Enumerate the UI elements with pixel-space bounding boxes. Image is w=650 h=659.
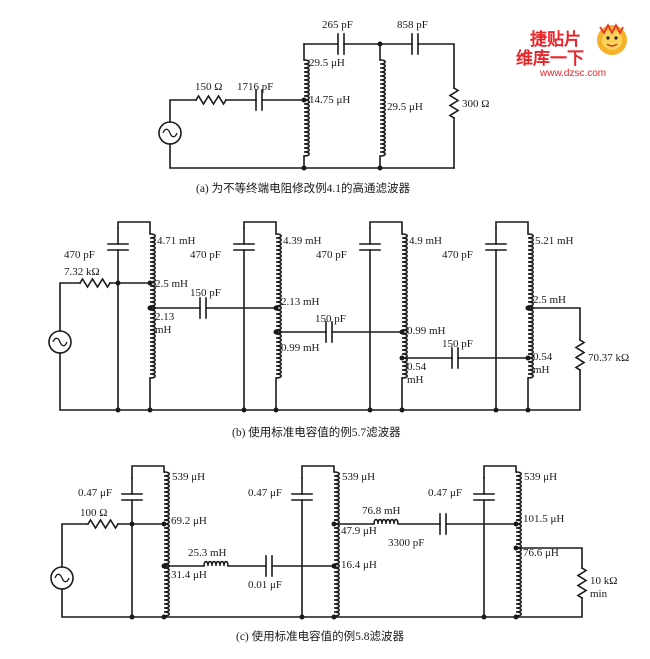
label-b-l3-bottom-a: 0.54 (407, 361, 427, 373)
label-c-l1-total: 539 μH (172, 471, 205, 483)
resistor-source-a (195, 95, 227, 105)
ac-source-c (50, 566, 74, 590)
label-b-c2: 470 pF (190, 249, 221, 261)
label-a-c-top1: 265 pF (322, 19, 353, 31)
label-b-c3: 470 pF (316, 249, 347, 261)
label-b-l2-bottom: 0.99 mH (281, 342, 320, 354)
caption-c: (c) 使用标准电容值的例5.8滤波器 (236, 629, 405, 643)
capacitor-series2-b (325, 321, 333, 343)
capacitor-series3-b (451, 347, 459, 369)
label-b-c-series3: 150 pF (442, 338, 473, 350)
resistor-source-c (87, 519, 119, 529)
label-c-c-series1: 0.01 μF (248, 579, 282, 591)
circuit-c: 0.47 μF 100 Ω 539 μH 69.2 μH 31.4 μH 25.… (50, 465, 617, 643)
resistor-load-c (577, 567, 587, 599)
ground-wire-c (61, 588, 517, 618)
label-b-l3-tap: 0.99 mH (407, 325, 446, 337)
label-b-c-series2: 150 pF (315, 313, 346, 325)
capacitor-series-a (255, 89, 263, 111)
capacitor-top1-a (337, 33, 345, 55)
label-c-l2-tap-b: 16.4 μH (341, 559, 377, 571)
label-c-l3-tap-b: 76.6 μH (523, 547, 559, 559)
label-a-l-tap-mid: 14.75 μH (309, 94, 350, 106)
stage1-b (107, 221, 156, 413)
label-c-r-load-b: min (590, 588, 608, 600)
cartoon-mascot-icon (597, 23, 627, 55)
label-b-l4-bottom-a: 0.54 (533, 351, 553, 363)
capacitor-top2-a (411, 33, 419, 55)
label-c-l-series1: 25.3 mH (188, 547, 227, 559)
label-b-l3-total: 4.9 mH (409, 235, 442, 247)
label-c-c3: 0.47 μF (428, 487, 462, 499)
label-b-l4-total: 5.21 mH (535, 235, 574, 247)
stage2-c (291, 465, 340, 620)
inductor-shunt-a (379, 59, 386, 109)
label-c-l1-tap: 69.2 μH (171, 515, 207, 527)
stage2-b (233, 221, 282, 413)
label-c-c-series2: 3300 pF (388, 537, 424, 549)
label-a-l-shunt: 29.5 μH (387, 101, 423, 113)
label-c-l3-total: 539 μH (524, 471, 557, 483)
caption-b: (b) 使用标准电容值的例5.7滤波器 (232, 425, 401, 439)
label-b-l2-total: 4.39 mH (283, 235, 322, 247)
label-c-r-load-a: 10 kΩ (590, 575, 617, 587)
inductor-series2-c (373, 518, 399, 525)
watermark-top-text: 捷贴片 (530, 29, 581, 50)
caption-a: (a) 为不等终端电阻修改例4.1的高通滤波器 (196, 181, 411, 195)
label-a-l-tap-top: 29.5 μH (309, 57, 345, 69)
label-b-l2-tap: 2.13 mH (281, 296, 320, 308)
label-b-l1-bottom-b: mH (155, 324, 172, 336)
stage1-c (121, 465, 170, 620)
ac-source-b (48, 330, 72, 354)
ground-wire-a (169, 143, 455, 169)
label-c-l1-bottom: 31.4 μH (171, 569, 207, 581)
label-a-c-top2: 858 pF (397, 19, 428, 31)
label-b-l4-bottom-b: mH (533, 364, 550, 376)
capacitor-series1-c (265, 555, 273, 577)
label-c-c1: 0.47 μF (78, 487, 112, 499)
label-b-c-series1: 150 pF (190, 287, 221, 299)
inductor-tapped-a-bottom (303, 107, 310, 157)
label-c-c2: 0.47 μF (248, 487, 282, 499)
label-a-c-series1: 1716 pF (237, 81, 273, 93)
inductor-series1-c (203, 560, 229, 567)
label-b-l4-tap: 2.5 mH (533, 294, 566, 306)
stage4-b (485, 221, 534, 413)
label-c-r-source: 100 Ω (80, 507, 107, 519)
label-c-l-series2: 76.8 mH (362, 505, 401, 517)
wire-a1 (169, 99, 197, 123)
label-b-r-load: 70.37 kΩ (588, 352, 629, 364)
watermark-logo: 捷贴片 维库一下 www.dzsc.com (516, 23, 627, 79)
circuit-a: 150 Ω 1716 pF 265 pF 858 pF 29.5 μH 14.7… (158, 19, 489, 195)
resistor-load-b (575, 339, 585, 371)
label-b-c4: 470 pF (442, 249, 473, 261)
circuit-b: 470 pF 7.32 kΩ 4.71 mH 2.5 mH 2.13 mH 15… (48, 221, 629, 439)
label-a-r-load: 300 Ω (462, 98, 489, 110)
stage3-b (359, 221, 408, 413)
resistor-load-a (449, 87, 459, 119)
label-a-r-source: 150 Ω (195, 81, 222, 93)
label-c-l3-tap-a: 101.5 μH (523, 513, 564, 525)
label-b-l3-bottom-b: mH (407, 374, 424, 386)
resistor-source-b (79, 278, 111, 288)
label-b-l1-total: 4.71 mH (157, 235, 196, 247)
label-b-l1-tap: 2.5 mH (155, 278, 188, 290)
label-b-l1-bottom-a: 2.13 (155, 311, 175, 323)
capacitor-series1-b (199, 297, 207, 319)
capacitor-series2-c (439, 513, 447, 535)
label-b-c1: 470 pF (64, 249, 95, 261)
watermark-url: www.dzsc.com (539, 68, 606, 79)
stage3-c (473, 465, 522, 620)
ac-source-a (158, 121, 182, 145)
label-b-r-source: 7.32 kΩ (64, 266, 100, 278)
watermark-brand: 维库一下 (516, 48, 584, 69)
label-c-l2-tap-a: 47.9 μH (341, 525, 377, 537)
label-c-l2-total: 539 μH (342, 471, 375, 483)
